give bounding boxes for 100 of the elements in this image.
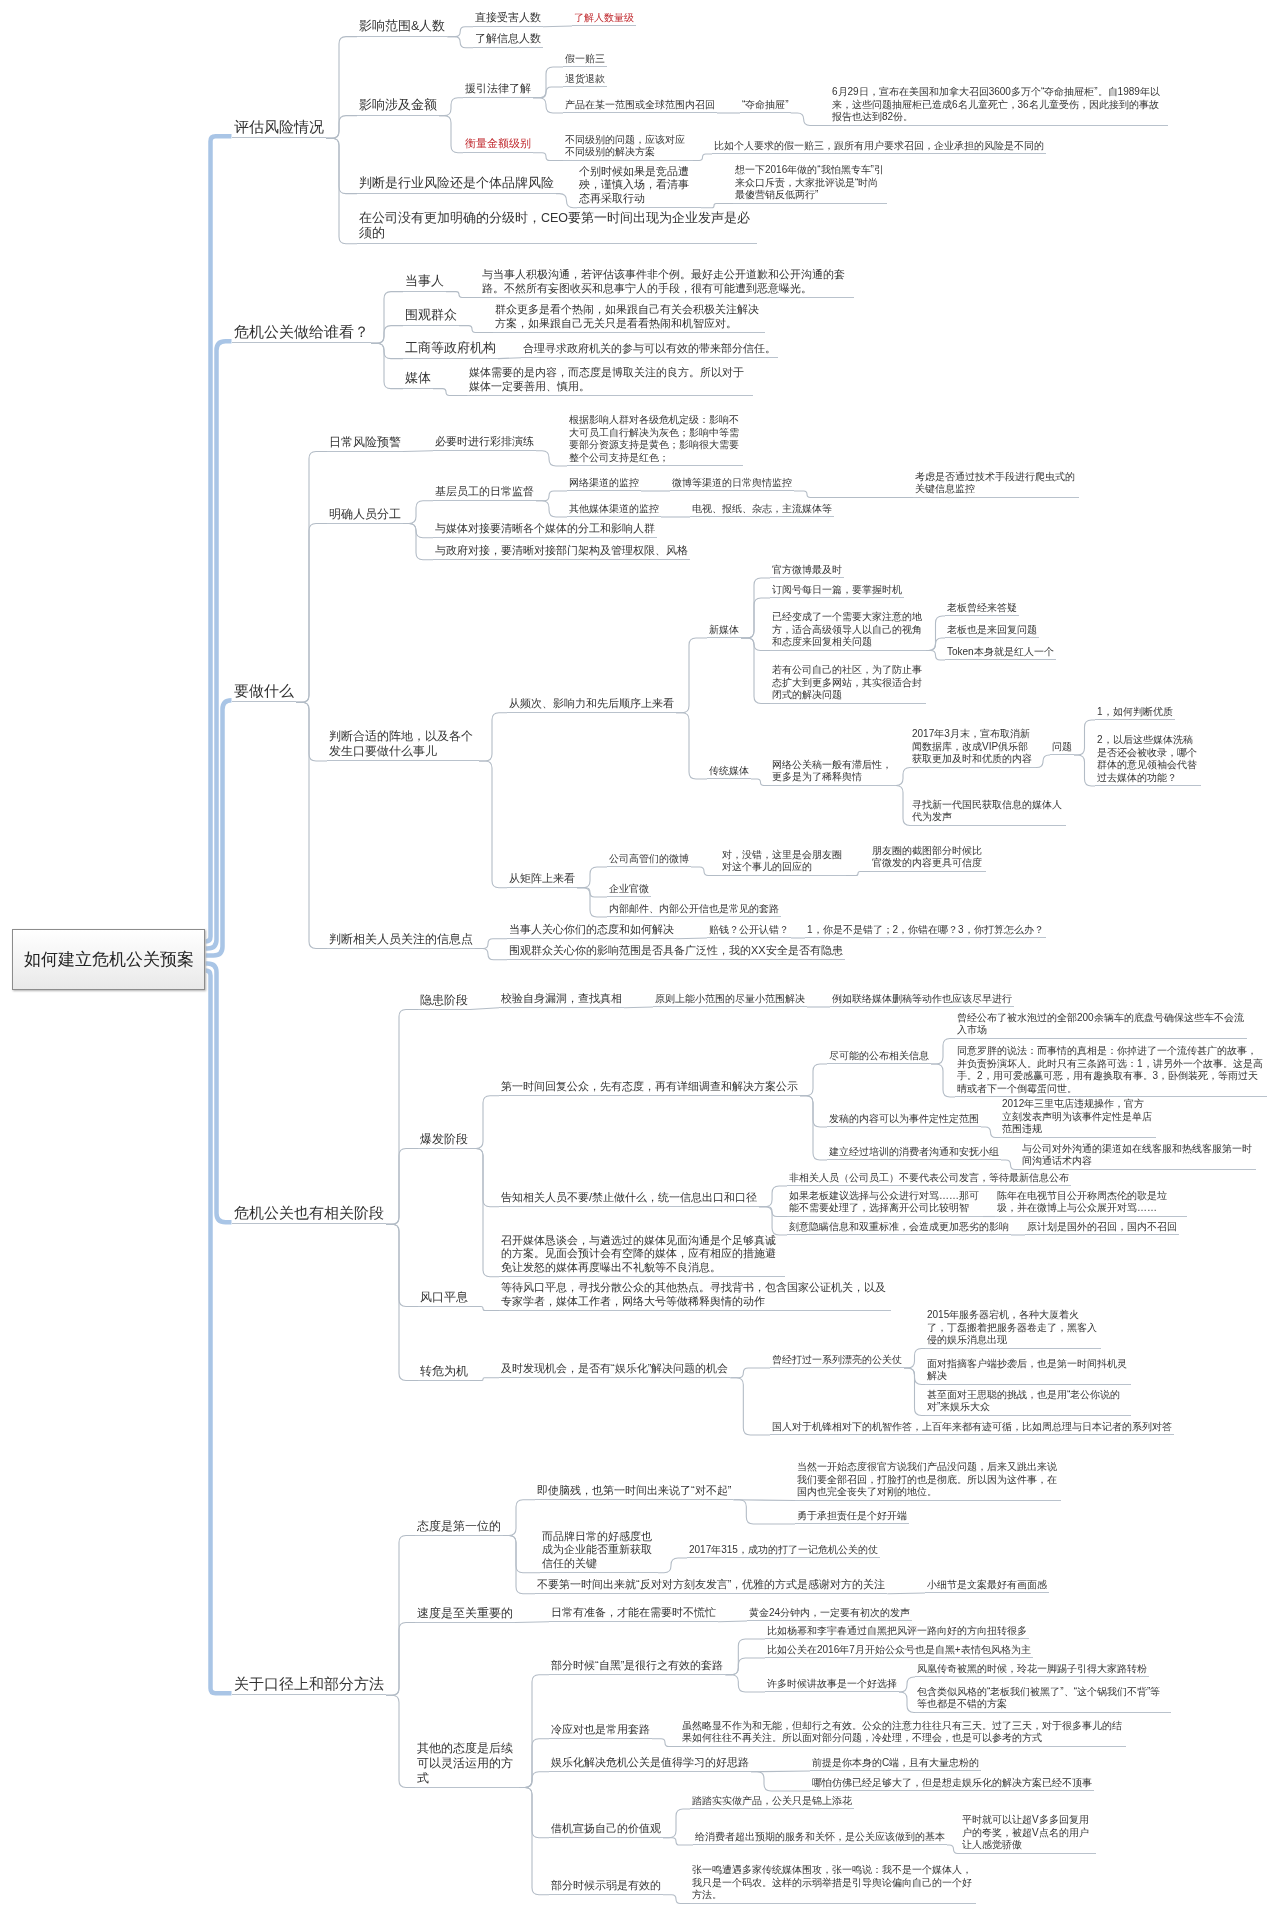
- topic-text: 虽然略显不作为和无能，但却行之有效。公众的注意力往往只有三天。过了三天，对于很多事儿的结果如何往往不再关注。所以面对部分问题，冷处理，不理会，也是可以参考的方式: [680, 1719, 1126, 1747]
- branch-line: [205, 698, 234, 958]
- branch-line: [729, 1377, 771, 1436]
- topic-text: 尽可能的公布相关信息: [827, 1049, 931, 1064]
- branch-line: [518, 1786, 550, 1896]
- branch-line: [750, 778, 771, 787]
- branch-line: [740, 637, 771, 705]
- branch-line: [432, 388, 468, 397]
- topic-text: 刻意隐瞒信息和双重标准，会造成更加恶劣的影响: [787, 1220, 1011, 1235]
- topic-text: 微博等渠道的日常舆情监控: [670, 476, 794, 491]
- branch-line: [446, 36, 474, 49]
- topic-text: 合理寻求政府机关的参与可以有效的带来部分信任。: [521, 342, 778, 358]
- topic-text: 评估风险情况: [232, 117, 326, 139]
- topic-text: 判断是行业风险还是个体品牌风险: [357, 176, 556, 194]
- branch-line: [497, 357, 522, 360]
- branch-line: [514, 1621, 550, 1624]
- branch-line: [532, 97, 564, 114]
- topic-text: 原则上能小范围的尽量小范围解决: [653, 992, 807, 1007]
- branch-line: [690, 866, 721, 877]
- topic-text: 2012年三里屯店违规操作，官方立刻发表声明为该事件定性是单店范围违规: [1000, 1098, 1156, 1138]
- topic-text: 判断合适的阵地，以及各个发生口要做什么事儿: [327, 729, 479, 761]
- topic-text: 与当事人积极沟通，若评估该事件非个例。最好走公开道歉和公开沟通的套路。不然所有妄图收买和息事宁人的手段，很有可能遭到恶意曝光。: [480, 268, 854, 298]
- topic-text: 考虑是否通过技术手段进行爬虫式的关键信息监控: [913, 470, 1079, 498]
- topic-text: 部分时候示弱是有效的: [549, 1879, 663, 1895]
- topic-text: 内部邮件、内部公开信也是常见的套路: [607, 902, 781, 917]
- topic-text: 如果老板建议选择与公众进行对骂……那可能不需要处理了，选择离开公司比较明智: [787, 1189, 983, 1217]
- topic-text: 了解人数量级: [572, 11, 636, 26]
- branch-line: [790, 937, 806, 939]
- topic-text: 退货退款: [563, 72, 607, 87]
- topic-text: 隐患阶段: [418, 992, 470, 1010]
- topic-text: 凤凰传奇被黑的时候，玲花一脚踢子引得大家路转粉: [915, 1662, 1149, 1677]
- topic-text: 寻找新一代国民获取信息的媒体人代为发声: [910, 798, 1066, 826]
- branch-line: [806, 1006, 831, 1008]
- topic-text: 电视、报纸、杂志，主流媒体等: [690, 502, 834, 517]
- topic-text: 根据影响人群对各级危机定级：影响不大可员工自行解决为灰色；影响中等需要部分资源支持是黄色；影响很大需要整个公司支持是红色；: [567, 414, 743, 466]
- topic-text: 面对指摘客户端抄袭后，也是第一时间抖机灵解决: [925, 1357, 1131, 1385]
- topic-text: 勇于承担责任是个好开端: [795, 1509, 909, 1524]
- topic-text: 围观群众: [403, 308, 459, 326]
- branch-line: [903, 1367, 926, 1417]
- topic-text: 2017年3月末，宣布取消新闻数据库，改成VIP俱乐部获取更加及时和优质的内容: [910, 728, 1036, 768]
- branch-line: [542, 25, 573, 28]
- topic-text: 6月29日，宣布在美国和加拿大召回3600多万个“夺命抽屉柜”。自1989年以来，这些问题抽屉柜已造成6名儿童死亡，36名儿童受伤，因此接到的事故报告也达到82份。: [830, 86, 1168, 126]
- branch-line: [662, 1837, 694, 1846]
- branch-line: [402, 450, 434, 453]
- branch-line: [675, 937, 708, 940]
- branch-line: [980, 1126, 1001, 1139]
- topic-text: 黄金24分钟内，一定要有初次的发声: [747, 1606, 913, 1621]
- topic-text: 判断相关人员关注的信息点: [327, 931, 475, 949]
- topic-text: 建立经过培训的消费者沟通和安抚小组: [827, 1145, 1001, 1160]
- topic-text: 企业官微: [607, 882, 651, 897]
- branch-line: [982, 1215, 996, 1218]
- branch-line: [458, 325, 494, 334]
- topic-text: 影响范围&人数: [357, 19, 448, 37]
- branch-line: [469, 1377, 500, 1382]
- topic-text: 哪怕仿佛已经足够大了，但是想走娱乐化的解决方案已经不顶事: [810, 1776, 1094, 1791]
- branch-line: [717, 1620, 748, 1623]
- branch-line: [295, 701, 328, 950]
- topic-text: 借机宣扬自己的价值观: [549, 1822, 663, 1838]
- topic-text: 新媒体: [707, 623, 741, 638]
- topic-text: 危机公关也有相关阶段: [232, 1203, 386, 1225]
- topic-text: 个别时候如果是竞品遭殃，谨慎入场，看清事态再采取行动: [577, 164, 701, 208]
- branch-line: [660, 516, 691, 518]
- topic-text: 校验自身漏洞，查找真相: [499, 992, 624, 1008]
- topic-text: 基层员工的日常监督: [433, 485, 536, 501]
- topic-text: 产品在某一范围或全球范围内召回: [563, 98, 717, 113]
- topic-text: 日常风险预警: [327, 434, 403, 452]
- branch-line: [502, 1534, 536, 1595]
- branch-line: [1035, 754, 1051, 769]
- topic-text: 例如联络媒体删稿等动作也应该尽早进行: [830, 992, 1014, 1007]
- topic-text: 曾经公布了被水泡过的全部200余辆车的底盘号确保这些车不会流入市场: [955, 1011, 1247, 1039]
- branch-line: [750, 1771, 811, 1792]
- topic-text: 甚至面对王思聪的挑战，也是用“老公你说的对”来娱乐大众: [925, 1388, 1131, 1416]
- topic-text: 想一下2016年做的“我怕黑专车”引来众口斥责，大家批评说是“时尚最傻营销反低两行”: [733, 164, 887, 204]
- topic-text: 与媒体对接要清晰各个媒体的分工和影响人群: [433, 522, 657, 538]
- topic-text: 1，你是不是错了；2，你错在哪？3，你打算怎么办？: [805, 923, 1046, 938]
- branch-line: [895, 784, 911, 827]
- branch-line: [886, 1592, 926, 1595]
- topic-text: 当事人: [403, 274, 446, 292]
- topic-text: 2015年服务器宕机，各种大厦着火了，丁磊搬着把服务器卷走了，黑客入侵的娱乐消息出现: [925, 1309, 1101, 1349]
- topic-text: 从矩阵上来看: [507, 872, 577, 888]
- topic-text: 衡量金额级别: [463, 137, 533, 153]
- branch-line: [675, 712, 708, 780]
- branch-line: [402, 522, 434, 561]
- topic-text: 包含类似风格的“老板我们被黑了”、“这个锅我们不背”等等也都是不错的方案: [915, 1685, 1171, 1713]
- topic-text: 明确人员分工: [327, 506, 403, 524]
- branch-line: [469, 1147, 500, 1278]
- branch-line: [535, 500, 568, 518]
- topic-text: 关于口径上和部分方法: [232, 1674, 386, 1696]
- topic-text: 网络公关稿一般有滞后性，更多是为了稀释舆情: [770, 758, 896, 786]
- topic-text: 告知相关人员不要/禁止做什么，统一信息出口和口径: [499, 1191, 760, 1207]
- topic-text: 发稿的内容可以为事件定性定范围: [827, 1112, 981, 1127]
- topic-text: “夺命抽屉”: [740, 98, 791, 113]
- branch-line: [203, 134, 232, 944]
- topic-text: 与公司对外沟通的渠道如在线客服和热线客服第一时间沟通话术内容: [1020, 1142, 1256, 1170]
- branch-line: [385, 1223, 419, 1382]
- topic-text: 当事人关心你们的态度和如何解决: [507, 923, 676, 939]
- topic-text: 陈年在电视节目公开称周杰伦的歌是垃圾，并在微博上与公众展开对骂……: [995, 1189, 1187, 1217]
- branch-line: [799, 1095, 828, 1161]
- branch-line: [438, 115, 464, 154]
- topic-text: 及时发现机会，是否有“娱乐化”解决问题的机会: [499, 1362, 731, 1378]
